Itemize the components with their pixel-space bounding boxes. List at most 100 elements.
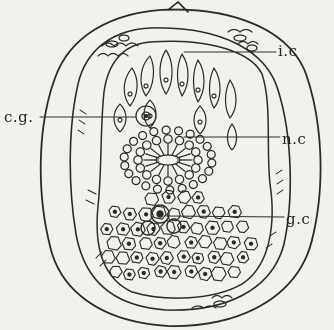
rosette-outer-cell [198,175,206,183]
germ-cell-nucleus [128,273,131,276]
middle-wall [70,28,290,310]
germ-cell-nucleus [144,213,147,216]
rosette-outer-cell [162,126,170,134]
germ-cell-nucleus [182,225,185,228]
rosette-outer-cell [189,181,197,189]
germ-cell [220,253,234,266]
label-germ-cells: g.c [286,212,310,227]
rosette-outer-cell [205,167,213,175]
rosette-spoke [172,165,177,175]
rosette-cell [164,135,172,143]
rosette-outer-cell [123,145,131,153]
germ-cell-nucleus [159,270,162,273]
rosette-outer-cell [120,153,128,161]
rosette-cell [143,141,151,149]
germ-cell [191,223,204,235]
rosette-spoke [175,164,185,172]
germ-cell-nucleus [202,210,205,213]
rosette-outer-cell [125,170,133,178]
rosette-spoke [146,162,159,166]
germ-cell [178,191,191,204]
germ-cell-nucleus [127,242,130,245]
label-nuclear-center: n.c [282,132,306,147]
rosette-outer-cell [121,162,129,170]
germ-cell [116,252,130,264]
rosette-spoke [146,154,159,158]
rosette-outer-cell [150,128,158,136]
rosette-outer-cell [175,127,183,135]
germ-cell-nucleus [122,228,125,231]
germ-cell [228,267,241,278]
rosette-cell [175,175,183,183]
germ-cell [211,267,226,281]
rosette-cell [185,171,193,179]
germ-cell-nucleus [233,210,236,213]
rosette-cell [152,136,160,144]
rosette-spoke [159,145,164,155]
germ-cell-nucleus [182,255,185,258]
rosette-cell [136,164,144,172]
germ-cell [198,235,212,248]
germ-cell-nucleus [151,257,154,260]
germ-cell-nucleus [190,270,193,273]
nuclear-rosette [120,126,216,194]
rosette-outer-cell [208,159,216,167]
germ-cell-nucleus [249,242,252,245]
rosette-spoke [159,165,164,175]
germ-cell-nucleus [136,228,139,231]
rosette-spoke [151,164,161,172]
rosette-cell [136,148,144,156]
germ-cell-nucleus [165,256,168,259]
rosette-spoke [177,162,190,166]
rosette-cell [192,164,200,172]
germ-cell [145,193,159,205]
rosette-cell [185,141,193,149]
germ-cell [140,238,153,250]
rosette-outer-cell [130,137,138,145]
germ-cell-nucleus [190,241,193,244]
rosette-outer-cell [142,182,150,190]
rosette-cell [143,171,151,179]
germ-cell-nucleus [213,256,216,259]
rosette-spoke [175,149,185,157]
rosette-spoke [177,154,190,158]
germ-cell [101,251,115,264]
rosette-outer-cell [207,150,215,158]
rosette-spoke [151,149,161,157]
germ-cell-nucleus [196,257,199,260]
germ-cell [167,236,180,249]
label-interstitial-cells: i.c [278,44,297,59]
rosette-cell [164,177,172,185]
germ-cell-nucleus [135,256,138,259]
leader-lines [40,52,284,217]
germ-cell [107,237,121,251]
germ-cell-mass [101,190,258,281]
rosette-outer-cell [132,177,140,185]
germ-cell-nucleus [232,241,235,244]
rosette-outer-cell [153,185,161,193]
germ-cell-nucleus [211,226,214,229]
germ-cell-nucleus [197,196,200,199]
germ-cell-nucleus [173,270,176,273]
rosette-cell [192,148,200,156]
germ-cell-nucleus [159,242,162,245]
germ-cell-nucleus [128,212,131,215]
rosette-cell [152,175,160,183]
germ-cell [237,221,249,233]
interstitial-cells [114,50,237,150]
germ-cell-nucleus [241,256,244,259]
rosette-cell [194,156,202,164]
rosette-cell [134,156,142,164]
germ-cell-nucleus [105,228,108,231]
germ-cell [214,238,228,250]
rosette-core [156,155,180,165]
germ-cell [222,221,234,232]
rosette-outer-cell [139,131,147,139]
germ-cell-nucleus [167,195,170,198]
rosette-cell [175,136,183,144]
germ-cell [110,266,122,277]
rosette-outer-cell [203,142,211,150]
label-cytoplasmic-granule: c.g. [4,110,34,125]
germ-cell-nucleus [113,210,116,213]
